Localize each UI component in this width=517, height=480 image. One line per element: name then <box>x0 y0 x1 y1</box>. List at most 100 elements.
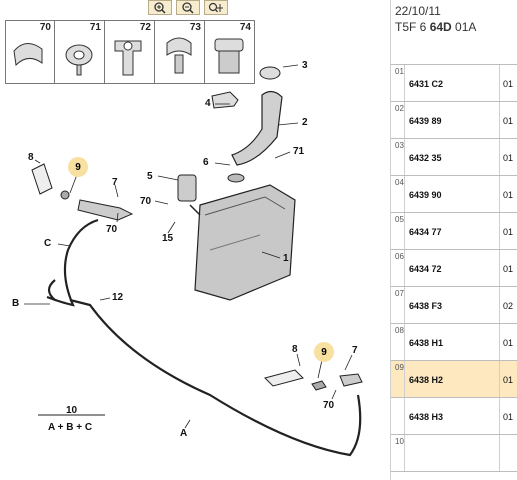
row-number: 04 <box>395 178 404 187</box>
row-number: 01 <box>395 67 404 76</box>
part-quantity: 01 <box>503 227 514 237</box>
column-divider <box>404 102 405 138</box>
callout-6[interactable]: 6 <box>203 157 209 168</box>
part-quantity: 01 <box>503 79 514 89</box>
callout-12[interactable]: 12 <box>112 292 124 303</box>
table-row[interactable]: 03 6432 35 01 <box>391 139 517 176</box>
column-divider <box>404 435 405 471</box>
clip-gallery: 70 71 72 73 74 <box>5 20 255 84</box>
part-reference: 6432 35 <box>409 153 442 163</box>
table-row[interactable]: 10 <box>391 435 517 472</box>
part-reference: 6439 89 <box>409 116 442 126</box>
column-divider <box>499 139 500 175</box>
callout-71[interactable]: 71 <box>293 146 305 157</box>
zoom-in-button[interactable] <box>148 0 172 15</box>
washer-reservoir <box>194 184 296 301</box>
callout-2[interactable]: 2 <box>302 117 308 128</box>
table-row[interactable]: 6438 H3 01 <box>391 398 517 435</box>
column-divider <box>404 361 405 397</box>
callout-1[interactable]: 1 <box>283 253 289 264</box>
callout-8-right[interactable]: 8 <box>292 344 298 355</box>
kit-formula: A + B + C <box>48 422 93 433</box>
table-row[interactable]: 04 6439 90 01 <box>391 176 517 213</box>
part-reference: 6438 H3 <box>409 412 444 422</box>
part-reference: 6434 72 <box>409 264 442 274</box>
callout-70-right[interactable]: 70 <box>323 400 335 411</box>
column-divider <box>499 361 500 397</box>
callout-9-highlighted[interactable]: 9 <box>68 157 88 177</box>
column-divider <box>499 213 500 249</box>
row-number: 10 <box>395 437 404 446</box>
parts-diagram-panel[interactable]: 70 71 72 73 74 <box>0 0 388 480</box>
clip-71[interactable]: 71 <box>55 20 105 84</box>
callout-70[interactable]: 70 <box>140 196 152 207</box>
callout-7-right[interactable]: 7 <box>352 345 358 356</box>
clip-73[interactable]: 73 <box>155 20 205 84</box>
callout-5[interactable]: 5 <box>147 171 153 182</box>
row-number: 07 <box>395 289 404 298</box>
table-row[interactable]: 06 6434 72 01 <box>391 250 517 287</box>
clip-drawing <box>166 37 192 74</box>
clip-number: 71 <box>89 22 101 33</box>
washer-pump <box>177 174 197 202</box>
washer-nozzle <box>77 199 134 221</box>
column-divider <box>499 65 500 101</box>
callout-70-left[interactable]: 70 <box>106 224 118 235</box>
callout-a[interactable]: A <box>180 428 188 439</box>
part-reference: 6438 F3 <box>409 301 443 311</box>
catalog-reference: T5F 6 64D 01A <box>395 20 477 34</box>
column-divider <box>404 176 405 212</box>
clip-70[interactable]: 70 <box>5 20 55 84</box>
column-divider <box>404 398 405 434</box>
clip-number: 73 <box>189 22 201 33</box>
callout-9-right-highlighted[interactable]: 9 <box>314 342 334 362</box>
filler-cap <box>259 66 281 80</box>
column-divider <box>404 139 405 175</box>
column-divider <box>499 287 500 323</box>
diagram-toolbar <box>148 0 228 15</box>
part-reference: 6434 77 <box>409 227 442 237</box>
nozzle-cover <box>31 163 53 195</box>
clip-drawing <box>114 40 142 76</box>
kit-number[interactable]: 10 <box>66 405 78 416</box>
callout-4[interactable]: 4 <box>205 98 211 109</box>
table-row[interactable]: 02 6439 89 01 <box>391 102 517 139</box>
table-row[interactable]: 05 6434 77 01 <box>391 213 517 250</box>
callout-b[interactable]: B <box>12 298 20 309</box>
row-number: 03 <box>395 141 404 150</box>
part-quantity: 01 <box>503 190 514 200</box>
callout-8[interactable]: 8 <box>28 152 34 163</box>
row-number: 05 <box>395 215 404 224</box>
callout-7[interactable]: 7 <box>112 177 118 188</box>
part-quantity: 01 <box>503 116 514 126</box>
part-quantity: 01 <box>503 153 514 163</box>
column-divider <box>499 102 500 138</box>
clip-74[interactable]: 74 <box>205 20 255 84</box>
part-reference: 6438 H1 <box>409 338 444 348</box>
catalog-date: 22/10/11 <box>395 4 441 18</box>
part-reference: 6439 90 <box>409 190 442 200</box>
column-divider <box>404 250 405 286</box>
row-number: 02 <box>395 104 404 113</box>
callout-15[interactable]: 15 <box>162 233 174 244</box>
callout-c[interactable]: C <box>44 238 52 249</box>
clip-72[interactable]: 72 <box>105 20 155 84</box>
column-divider <box>404 287 405 323</box>
column-divider <box>499 176 500 212</box>
zoom-out-button[interactable] <box>176 0 200 15</box>
part-quantity: 01 <box>503 412 514 422</box>
column-divider <box>499 435 500 471</box>
part-quantity: 01 <box>503 375 514 385</box>
seal <box>227 173 245 183</box>
column-divider <box>404 213 405 249</box>
row-number: 06 <box>395 252 404 261</box>
part-quantity: 01 <box>503 264 514 274</box>
clip-drawing <box>13 43 43 67</box>
callout-3[interactable]: 3 <box>302 60 308 71</box>
pan-button[interactable] <box>204 0 228 15</box>
